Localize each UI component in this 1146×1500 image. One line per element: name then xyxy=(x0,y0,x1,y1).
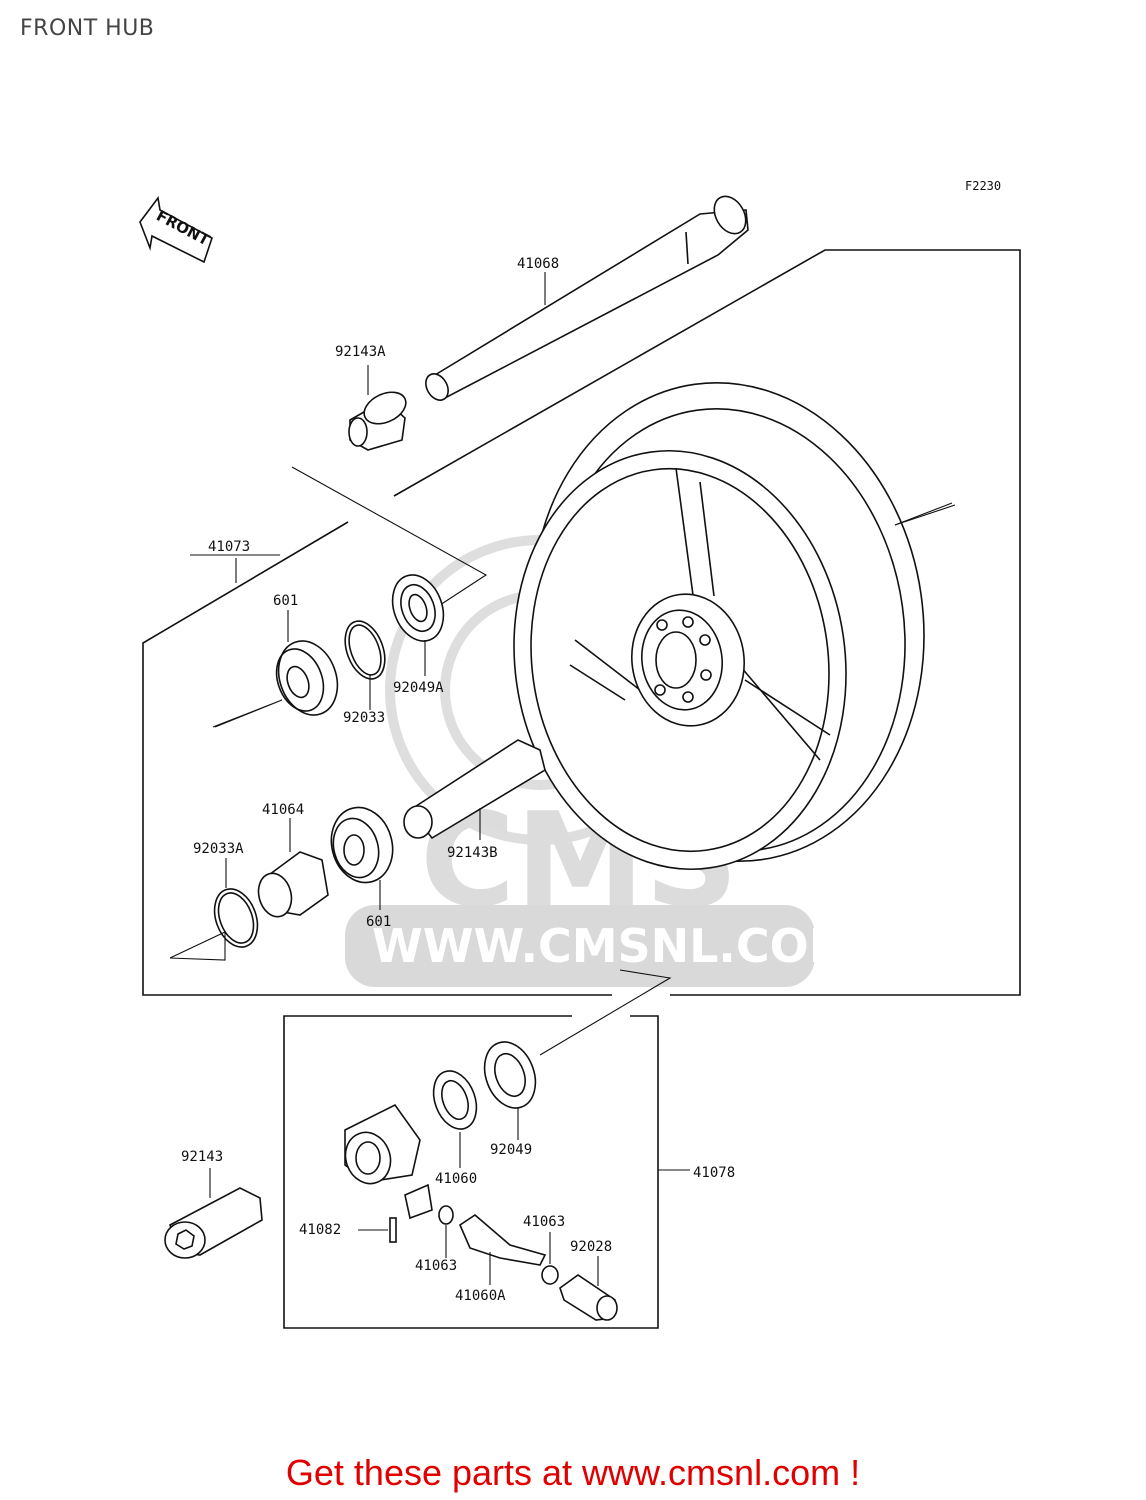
front-axle xyxy=(425,195,749,401)
washer-41063-right xyxy=(541,1232,559,1285)
label-41064: 41064 xyxy=(262,802,304,818)
label-41060: 41060 xyxy=(435,1171,477,1187)
ball-bearing-601-upper xyxy=(212,610,339,728)
label-92049A: 92049A xyxy=(393,680,444,696)
label-41063-left: 41063 xyxy=(415,1258,457,1274)
front-hub-parts-diagram: CMS WWW.CMSNL.COM FRONT F2230 xyxy=(139,179,1021,1329)
footer-cta-link[interactable]: Get these parts at www.cmsnl.com ! xyxy=(285,1452,861,1493)
oil-seal-92049 xyxy=(483,1041,537,1140)
page-title: FRONT HUB xyxy=(20,16,155,41)
front-wheel xyxy=(513,381,956,871)
pin-41082 xyxy=(358,1217,397,1243)
collar-92143A xyxy=(291,365,488,606)
label-41063-right: 41063 xyxy=(523,1214,565,1230)
oil-seal-92049A xyxy=(391,574,445,676)
label-41060A: 41060A xyxy=(455,1288,506,1304)
front-arrow-icon: FRONT xyxy=(139,196,213,264)
speedometer-gear-41060 xyxy=(432,1070,478,1168)
distance-collar-92143B xyxy=(403,739,546,840)
part-labels: 41068 92143A 41073 601 92033 92049A 4106… xyxy=(181,256,735,1304)
label-92143A: 92143A xyxy=(335,344,386,360)
label-41073: 41073 xyxy=(208,539,250,555)
ball-bearing-601-lower xyxy=(330,806,394,910)
wheel-assembly-frame xyxy=(142,249,1021,996)
circlip-92033A xyxy=(169,858,259,961)
gear-shaft-41060A xyxy=(458,1213,547,1285)
label-41082: 41082 xyxy=(299,1222,341,1238)
collar-41064 xyxy=(257,818,329,918)
label-601-lower: 601 xyxy=(366,914,391,930)
label-92033A: 92033A xyxy=(193,841,244,857)
gear-housing xyxy=(344,1103,433,1220)
speedometer-gear-frame xyxy=(283,969,690,1329)
label-601-upper: 601 xyxy=(273,593,298,609)
label-92033: 92033 xyxy=(343,710,385,726)
label-92143: 92143 xyxy=(181,1149,223,1165)
circlip-92033 xyxy=(344,620,386,710)
bushing-92028 xyxy=(559,1256,618,1321)
label-41078: 41078 xyxy=(693,1165,735,1181)
watermark-url-plate xyxy=(345,905,815,987)
collar-92143 xyxy=(164,1168,263,1259)
label-41068: 41068 xyxy=(517,256,559,272)
watermark-url: WWW.CMSNL.COM xyxy=(372,919,855,973)
washer-41063-left xyxy=(438,1205,454,1258)
label-92049: 92049 xyxy=(490,1142,532,1158)
label-92143B: 92143B xyxy=(447,845,498,861)
label-92028: 92028 xyxy=(570,1239,612,1255)
diagram-code: F2230 xyxy=(965,179,1001,193)
